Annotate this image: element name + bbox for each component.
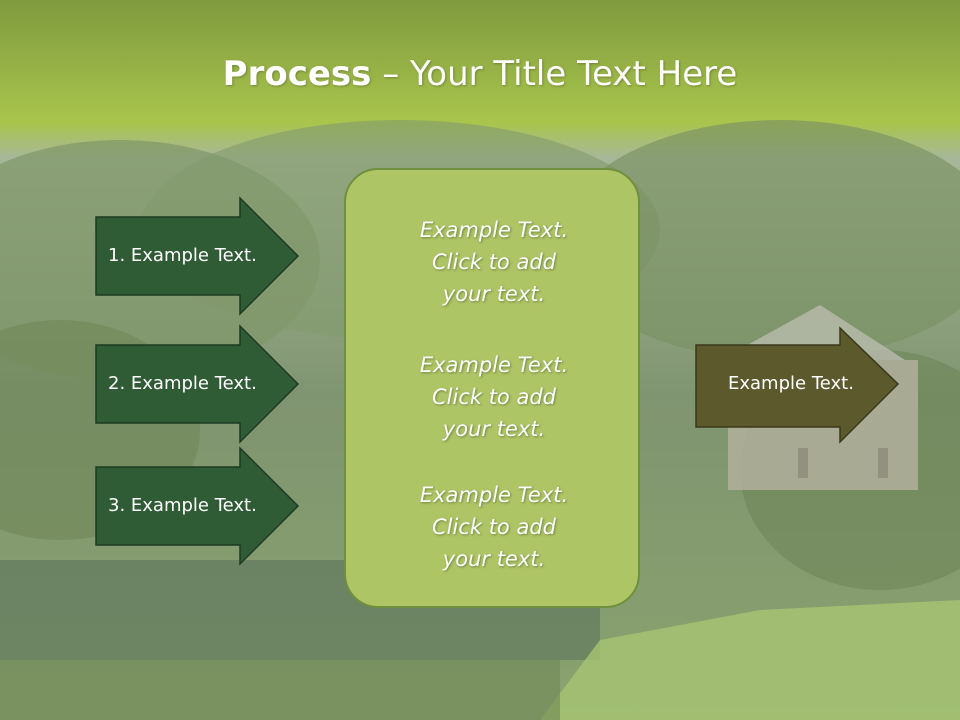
- center-line: Example Text.: [419, 353, 569, 377]
- right-arrow-label: Example Text.: [728, 373, 854, 394]
- title-rest: Your Title Text Here: [410, 54, 738, 94]
- center-line: Example Text.: [419, 218, 569, 242]
- center-line: Example Text.: [419, 483, 569, 507]
- center-line: Click to add: [431, 250, 556, 274]
- center-line: Click to add: [431, 385, 556, 409]
- title-bold-part: Process: [222, 54, 372, 94]
- left-arrow-1[interactable]: 1. Example Text.: [95, 196, 300, 316]
- arrow-shape: [695, 326, 900, 444]
- arrow-shape: [95, 446, 300, 566]
- right-arrow[interactable]: Example Text.: [695, 326, 900, 444]
- arrow-shape: [95, 324, 300, 444]
- center-paragraph-3: Example Text. Click to add your text.: [346, 479, 642, 575]
- left-arrow-label: 1. Example Text.: [108, 245, 257, 266]
- arrow-shape: [95, 196, 300, 316]
- center-text-box[interactable]: Example Text. Click to add your text. Ex…: [344, 168, 640, 608]
- center-paragraph-1: Example Text. Click to add your text.: [346, 214, 642, 310]
- center-paragraph-2: Example Text. Click to add your text.: [346, 349, 642, 445]
- left-arrow-2[interactable]: 2. Example Text.: [95, 324, 300, 444]
- center-line: Click to add: [431, 515, 556, 539]
- center-line: your text.: [442, 282, 546, 306]
- center-line: your text.: [442, 547, 546, 571]
- center-line: your text.: [442, 417, 546, 441]
- left-arrow-label: 3. Example Text.: [108, 495, 257, 516]
- title-dash: –: [371, 54, 411, 94]
- slide-title: Process – Your Title Text Here: [0, 50, 960, 98]
- left-arrow-label: 2. Example Text.: [108, 373, 257, 394]
- left-arrow-3[interactable]: 3. Example Text.: [95, 446, 300, 566]
